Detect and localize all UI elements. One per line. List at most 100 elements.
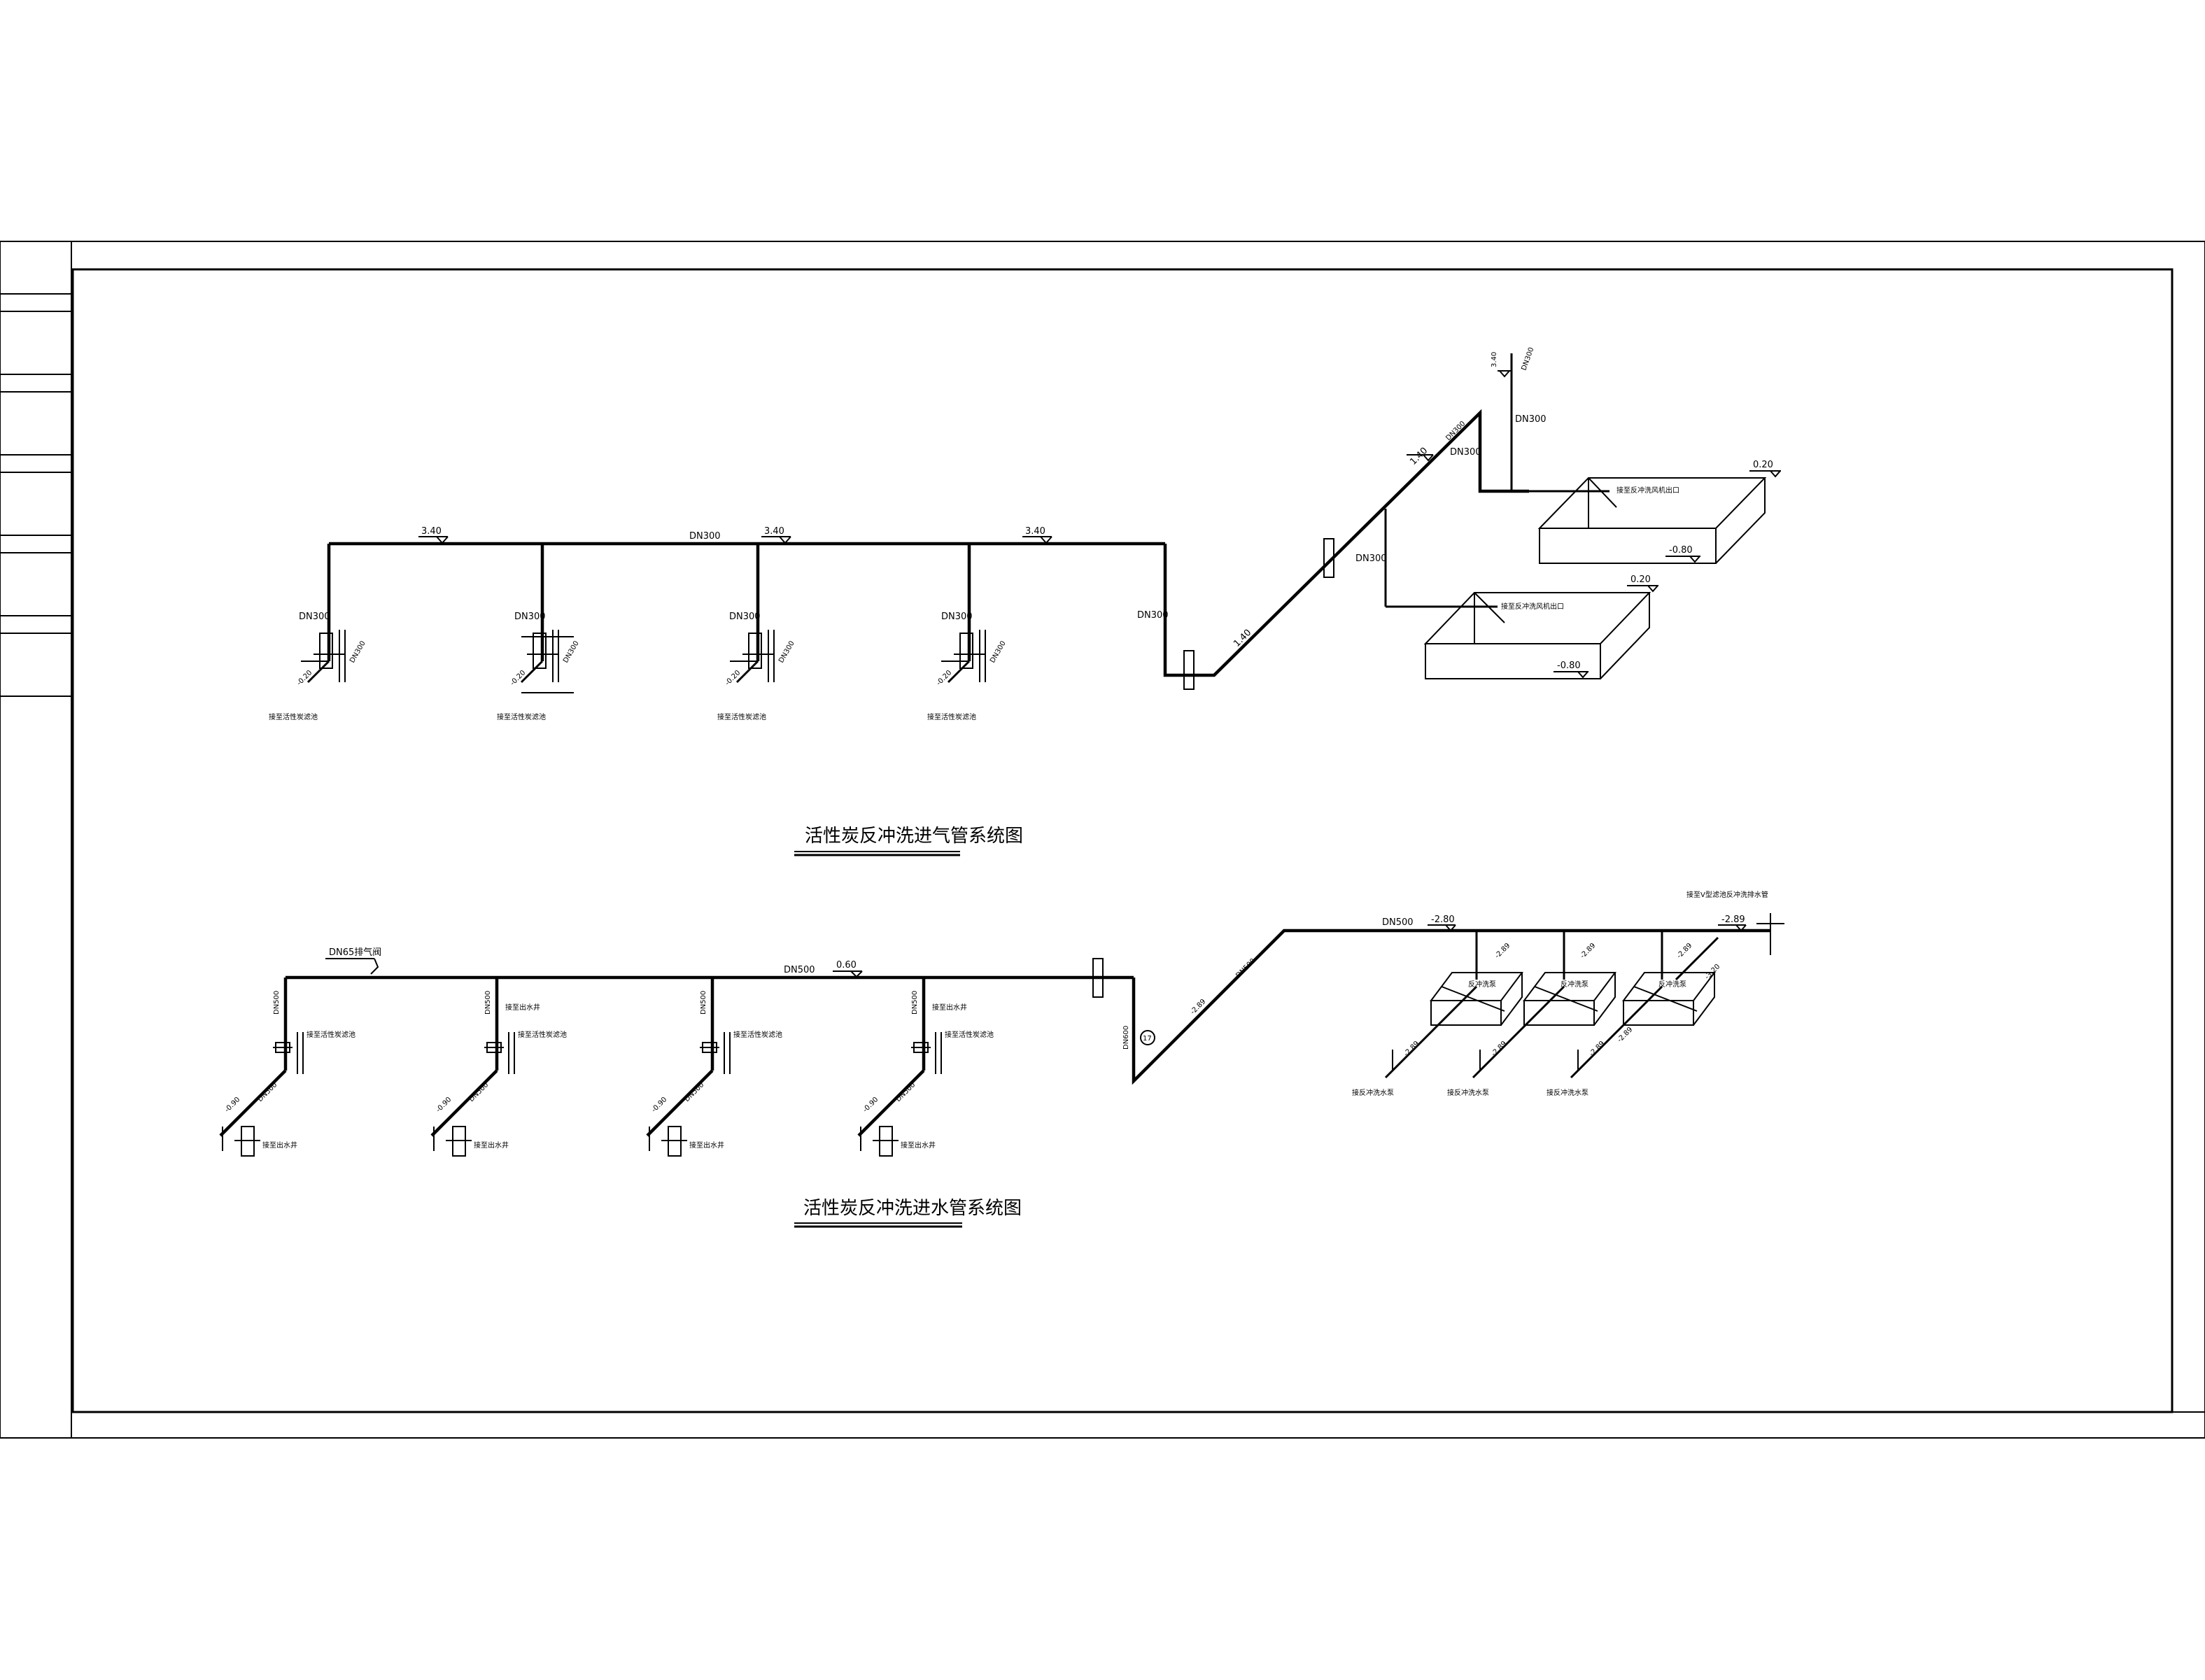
water-system-title: 活性炭反冲洗进水管系统图	[803, 1198, 1022, 1219]
air-branch-3: DN300 DN300 -0.20 接至活性炭滤池	[717, 544, 796, 721]
svg-text:接至出水井: 接至出水井	[689, 1141, 724, 1150]
water-branch-2: DN500 接至出水井 接至活性炭滤池 -0.90 DN500 接至出水井	[430, 977, 567, 1157]
drawing-frame	[0, 241, 2205, 1439]
svg-text:DN300: DN300	[989, 640, 1008, 664]
svg-text:DN500: DN500	[273, 991, 281, 1015]
svg-text:DN300: DN300	[1355, 553, 1387, 564]
svg-text:DN300: DN300	[514, 612, 546, 622]
air-system: DN300 3.40 3.40 3.40 DN300 DN300 -0.20 接…	[269, 346, 1781, 856]
svg-text:DN300: DN300	[941, 612, 973, 622]
air-branch-2: DN300 DN300 -0.20 接至活性炭滤池	[497, 544, 581, 721]
svg-text:3.40: 3.40	[1025, 526, 1045, 537]
water-header-dn: DN500	[784, 965, 815, 975]
svg-text:接至出水井: 接至出水井	[901, 1141, 936, 1150]
water-header-elev: 0.60	[836, 960, 857, 970]
svg-text:-0.90: -0.90	[435, 1096, 453, 1114]
svg-text:-0.90: -0.90	[223, 1096, 241, 1114]
svg-text:DN500: DN500	[683, 1081, 705, 1103]
svg-text:DN500: DN500	[894, 1081, 917, 1103]
svg-text:-0.20: -0.20	[935, 669, 953, 687]
svg-text:接反冲洗水泵: 接反冲洗水泵	[1447, 1088, 1489, 1097]
svg-text:-0.20: -0.20	[724, 669, 742, 687]
svg-text:接至出水井: 接至出水井	[262, 1141, 297, 1150]
air-header-dn: DN300	[689, 531, 721, 542]
svg-text:-0.90: -0.90	[650, 1096, 668, 1114]
svg-text:3.40: 3.40	[421, 526, 442, 537]
svg-text:接至活性炭滤池: 接至活性炭滤池	[307, 1030, 355, 1039]
air-system-title: 活性炭反冲洗进气管系统图	[805, 826, 1023, 847]
svg-text:-0.80: -0.80	[1669, 545, 1693, 556]
svg-text:3.40: 3.40	[1491, 352, 1498, 367]
svg-text:DN300: DN300	[777, 640, 796, 664]
water-riser: DN600 17 -2.89 DN500 DN500 -2.80	[1088, 915, 1770, 1085]
svg-text:反冲洗泵: 反冲洗泵	[1468, 980, 1496, 989]
svg-text:反冲洗泵: 反冲洗泵	[1658, 980, 1686, 989]
svg-text:接至反冲洗风机出口: 接至反冲洗风机出口	[1616, 486, 1679, 495]
air-tank-lower: DN300 接至反冲洗风机出口 0.20 -0.80	[1355, 509, 1658, 679]
svg-text:DN500: DN500	[467, 1081, 490, 1103]
svg-text:3.40: 3.40	[764, 526, 784, 537]
air-branch-4: DN300 DN300 -0.20 接至活性炭滤池	[927, 544, 1008, 721]
svg-text:DN500: DN500	[1234, 957, 1257, 980]
water-branch-1: DN500 接至活性炭滤池 -0.90 DN500 接至出水井	[219, 977, 355, 1157]
svg-text:接至活性炭滤池: 接至活性炭滤池	[717, 712, 766, 721]
svg-text:DN500: DN500	[256, 1081, 279, 1103]
svg-text:接至活性炭滤池: 接至活性炭滤池	[945, 1030, 994, 1039]
svg-text:-2.89: -2.89	[1189, 998, 1207, 1016]
svg-text:接至活性炭滤池: 接至活性炭滤池	[518, 1030, 567, 1039]
svg-text:DN300: DN300	[1137, 610, 1169, 621]
svg-text:-2.89: -2.89	[1493, 942, 1512, 960]
pump-3: 反冲洗泵 -2.89 -3.20 -2.89 -2.89 接反冲洗水泵	[1547, 931, 1721, 1097]
svg-text:-0.90: -0.90	[861, 1096, 880, 1114]
svg-text:接反冲洗水泵: 接反冲洗水泵	[1547, 1088, 1588, 1097]
svg-text:DN500: DN500	[1382, 917, 1414, 928]
svg-text:DN300: DN300	[1450, 447, 1481, 458]
water-system: DN500 0.60 DN65排气阀 DN500 接至活性炭滤池 -0.90 D…	[219, 890, 1784, 1228]
svg-text:0.20: 0.20	[1753, 460, 1773, 470]
svg-text:-2.89: -2.89	[1588, 1040, 1606, 1058]
title-block	[0, 293, 71, 697]
pump-1: 反冲洗泵 -2.89 -2.89 接反冲洗水泵	[1352, 931, 1523, 1097]
svg-text:-2.89: -2.89	[1721, 915, 1745, 925]
svg-text:接反冲洗水泵: 接反冲洗水泵	[1352, 1088, 1394, 1097]
svg-text:DN300: DN300	[562, 640, 581, 664]
svg-text:接至出水井: 接至出水井	[505, 1003, 540, 1012]
svg-text:DN300: DN300	[729, 612, 761, 622]
svg-text:-0.80: -0.80	[1557, 661, 1581, 671]
svg-text:接至活性炭滤池: 接至活性炭滤池	[497, 712, 546, 721]
svg-text:DN65排气阀: DN65排气阀	[329, 947, 381, 958]
air-riser: DN300 1.40 1.40 DN300 DN300	[1137, 409, 1529, 690]
air-release-valve: DN65排气阀	[325, 947, 381, 975]
svg-text:接至活性炭滤池: 接至活性炭滤池	[927, 712, 976, 721]
air-top-stub: 3.40 DN300 DN300	[1491, 346, 1547, 491]
svg-text:DN500: DN500	[484, 991, 492, 1015]
svg-text:接至出水井: 接至出水井	[932, 1003, 967, 1012]
air-header-elev-marks: 3.40 3.40 3.40	[418, 526, 1052, 544]
water-branch-3: DN500 接至活性炭滤池 -0.90 DN500 接至出水井	[646, 977, 782, 1157]
svg-text:DN600: DN600	[1122, 1026, 1130, 1050]
air-tank-upper: 接至反冲洗风机出口 0.20 -0.80	[1529, 460, 1781, 564]
svg-text:DN300: DN300	[299, 612, 330, 622]
svg-text:DN500: DN500	[700, 991, 707, 1015]
svg-text:-3.20: -3.20	[1703, 963, 1721, 981]
svg-text:接至活性炭滤池: 接至活性炭滤池	[269, 712, 318, 721]
svg-text:-2.89: -2.89	[1490, 1040, 1508, 1058]
svg-text:-2.80: -2.80	[1431, 915, 1455, 925]
air-branch-1: DN300 DN300 -0.20 接至活性炭滤池	[269, 544, 367, 721]
svg-text:-2.89: -2.89	[1402, 1040, 1421, 1058]
svg-text:接至出水井: 接至出水井	[474, 1141, 509, 1150]
svg-text:0.20: 0.20	[1630, 574, 1651, 585]
water-branch-4: DN500 接至出水井 接至活性炭滤池 -0.90 DN500 接至出水井	[857, 977, 994, 1157]
svg-text:反冲洗泵: 反冲洗泵	[1561, 980, 1588, 989]
svg-text:-2.89: -2.89	[1675, 942, 1693, 960]
svg-text:DN300: DN300	[1515, 414, 1547, 425]
svg-text:接至活性炭滤池: 接至活性炭滤池	[733, 1030, 782, 1039]
svg-text:DN300: DN300	[348, 640, 367, 664]
pump-2: 反冲洗泵 -2.89 -2.89 接反冲洗水泵	[1447, 931, 1616, 1097]
water-end-connection: 接至V型滤池反冲洗排水管 -2.89	[1686, 890, 1784, 955]
marker-17: 17	[1143, 1035, 1152, 1043]
svg-text:接至反冲洗风机出口: 接至反冲洗风机出口	[1501, 602, 1564, 611]
svg-text:-2.89: -2.89	[1579, 942, 1597, 960]
svg-text:DN500: DN500	[911, 991, 919, 1015]
